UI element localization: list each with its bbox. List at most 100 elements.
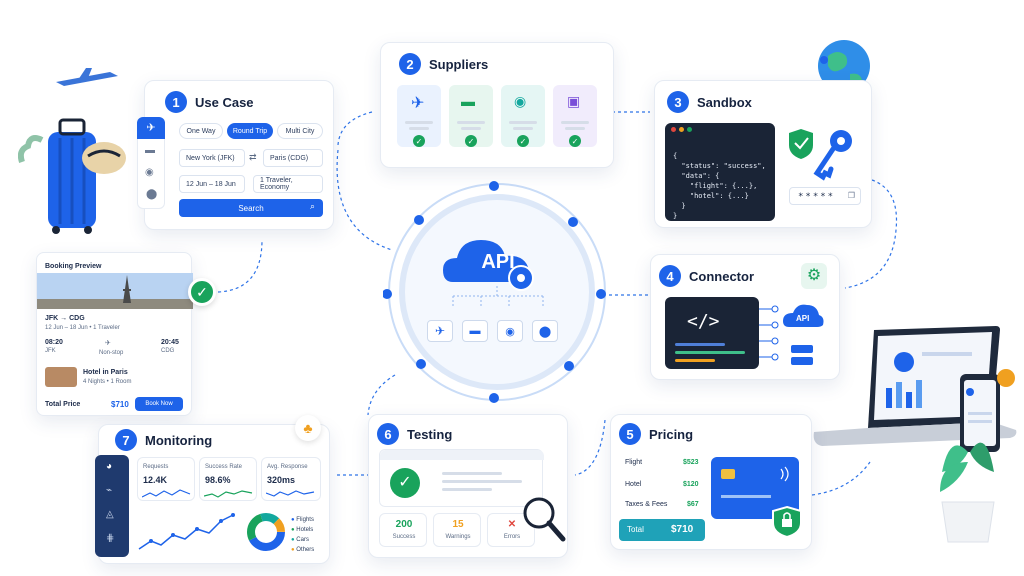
stat-label: Avg. Response xyxy=(267,464,308,470)
gear-icon[interactable]: ⚙ xyxy=(801,263,827,289)
code-line: "hotel": {...} xyxy=(673,192,749,200)
travelers-field[interactable]: 1 Traveler, Economy xyxy=(253,175,323,193)
total-price-label: Total Price xyxy=(45,401,81,408)
step-number: 5 xyxy=(619,423,641,445)
total-label: Total xyxy=(627,525,644,534)
hub-car-icon: ◉ xyxy=(497,320,523,342)
connector-api-label: API xyxy=(796,314,810,323)
trip-type-multi-city[interactable]: Multi City xyxy=(277,123,323,139)
check-icon: ✓ xyxy=(569,135,581,147)
api-hub-ring xyxy=(383,181,606,403)
legend-item: Hotels xyxy=(296,527,314,533)
magnifier-icon xyxy=(523,497,566,542)
test-label: Success xyxy=(392,534,416,540)
check-icon: ✓ xyxy=(413,135,425,147)
legend-item: Cars xyxy=(296,537,309,543)
code-line: "data": { xyxy=(673,172,720,180)
code-line: } xyxy=(673,202,686,210)
check-icon: ✓ xyxy=(517,135,529,147)
stat-value: 12.4K xyxy=(143,475,168,485)
step-title: Testing xyxy=(407,426,453,442)
alert-icon[interactable]: ◬ xyxy=(106,509,114,520)
line-chart-icon[interactable]: ⌁ xyxy=(106,485,113,496)
connector-wires xyxy=(759,304,824,365)
test-value: 200 xyxy=(395,519,413,530)
location-tab-icon[interactable]: ⬤ xyxy=(146,189,158,200)
hotel-tab-icon[interactable]: ▬ xyxy=(145,145,155,156)
trip-type-round-trip[interactable]: Round Trip xyxy=(227,123,273,139)
book-now-button[interactable]: Book Now xyxy=(135,397,183,411)
legend-item: Flights xyxy=(296,517,314,523)
monitoring-card: 7 Monitoring ♣ ◕ ⌁ ◬ ⋕ Requests 12.4K Su… xyxy=(95,415,330,564)
connector-code-panel: </> xyxy=(665,297,759,369)
step-number: 3 xyxy=(667,91,689,113)
hotel-name: Hotel in Paris xyxy=(83,369,128,376)
hub-location-icon: ⬤ xyxy=(532,320,558,342)
copy-icon[interactable]: ❐ xyxy=(847,191,855,200)
booking-route-sub: 12 Jun – 18 Jun • 1 Traveler xyxy=(45,325,120,331)
check-icon: ✓ xyxy=(465,135,477,147)
masked-key: ***** xyxy=(798,192,836,202)
monitoring-nav: ◕ ⌁ ◬ ⋕ xyxy=(95,455,129,557)
code-line: } xyxy=(673,212,678,220)
origin-field[interactable]: New York (JFK) xyxy=(179,149,245,167)
arrival-code: CDG xyxy=(161,348,175,354)
supplier-car-tile[interactable]: ◉ ✓ xyxy=(501,85,545,147)
supplier-flight-tile[interactable]: ✈ ✓ xyxy=(397,85,441,147)
stat-value: 98.6% xyxy=(205,475,231,485)
credit-card-icon xyxy=(711,457,802,539)
flight-tab-icon[interactable]: ✈ xyxy=(137,117,165,139)
devices-illustration xyxy=(813,326,1017,543)
supplier-hotel-tile[interactable]: ▬ ✓ xyxy=(449,85,493,147)
price-value-hotel: $120 xyxy=(683,481,699,488)
booking-preview-card: Booking Preview JFK → CDG 12 Jun – 18 Ju… xyxy=(36,252,193,416)
step-number: 6 xyxy=(377,423,399,445)
trip-type-one-way[interactable]: One Way xyxy=(179,123,223,139)
settings-icon[interactable]: ⋕ xyxy=(106,533,115,544)
hotel-photo xyxy=(45,367,77,387)
hub-hotel-icon: ▬ xyxy=(462,320,488,342)
price-label-hotel: Hotel xyxy=(625,481,642,488)
pie-chart-icon[interactable]: ◕ xyxy=(106,461,113,472)
test-label: Errors xyxy=(503,534,521,540)
car-tab-icon[interactable]: ◉ xyxy=(145,167,154,178)
step-title: Sandbox xyxy=(697,94,752,110)
sandbox-response-panel: { "status": "success", "data": { "flight… xyxy=(665,123,775,221)
step-title: Connector xyxy=(689,268,754,284)
api-hub-label: API xyxy=(481,251,515,273)
api-key-field[interactable]: ***** ❐ xyxy=(789,187,861,205)
donut-legend: ● Flights ● Hotels ● Cars ● Others xyxy=(291,517,315,553)
total-value: $710 xyxy=(671,524,694,535)
code-line: { xyxy=(673,152,678,160)
destination-field[interactable]: Paris (CDG) xyxy=(263,149,323,167)
price-value-flight: $523 xyxy=(683,459,699,466)
dates-field[interactable]: 12 Jun – 18 Jun xyxy=(179,175,245,193)
hotel-sub: 4 Nights • 1 Room xyxy=(83,379,132,385)
pricing-card: 5 Pricing Flight $523 Hotel $120 Taxes &… xyxy=(610,414,812,550)
bell-icon[interactable]: ♣ xyxy=(295,415,321,441)
total-banner: Total $710 xyxy=(619,519,705,541)
hub-flight-icon: ✈ xyxy=(427,320,453,342)
stops: Non-stop xyxy=(99,350,124,356)
connector-card: 4 Connector ⚙ </> API xyxy=(650,254,840,380)
step-title: Use Case xyxy=(195,94,254,110)
stat-value: 320ms xyxy=(267,475,296,485)
test-pass-icon: ✓ xyxy=(390,468,420,498)
testing-card: 6 Testing ✓ 200 Success 15 Warnings ✕ Er… xyxy=(368,414,568,558)
test-warnings-stat: 15 Warnings xyxy=(433,513,481,547)
test-success-stat: 200 Success xyxy=(379,513,427,547)
sandbox-card: 3 Sandbox { "status": "success", "data":… xyxy=(654,80,872,228)
search-button[interactable]: Search ⌕ xyxy=(179,199,323,217)
search-icon: ⌕ xyxy=(309,201,315,211)
stat-success-rate: Success Rate 98.6% xyxy=(199,457,257,501)
security-key-icon xyxy=(789,129,852,181)
supplier-train-tile[interactable]: ▣ ✓ xyxy=(553,85,597,147)
bed-icon: ▬ xyxy=(461,93,475,109)
step-number: 7 xyxy=(115,429,137,451)
travel-luggage-illustration xyxy=(18,68,126,234)
legend-item: Others xyxy=(296,547,315,553)
swap-icon[interactable]: ⇄ xyxy=(249,152,257,162)
traffic-donut-chart xyxy=(247,513,285,551)
car-icon: ◉ xyxy=(514,93,527,109)
